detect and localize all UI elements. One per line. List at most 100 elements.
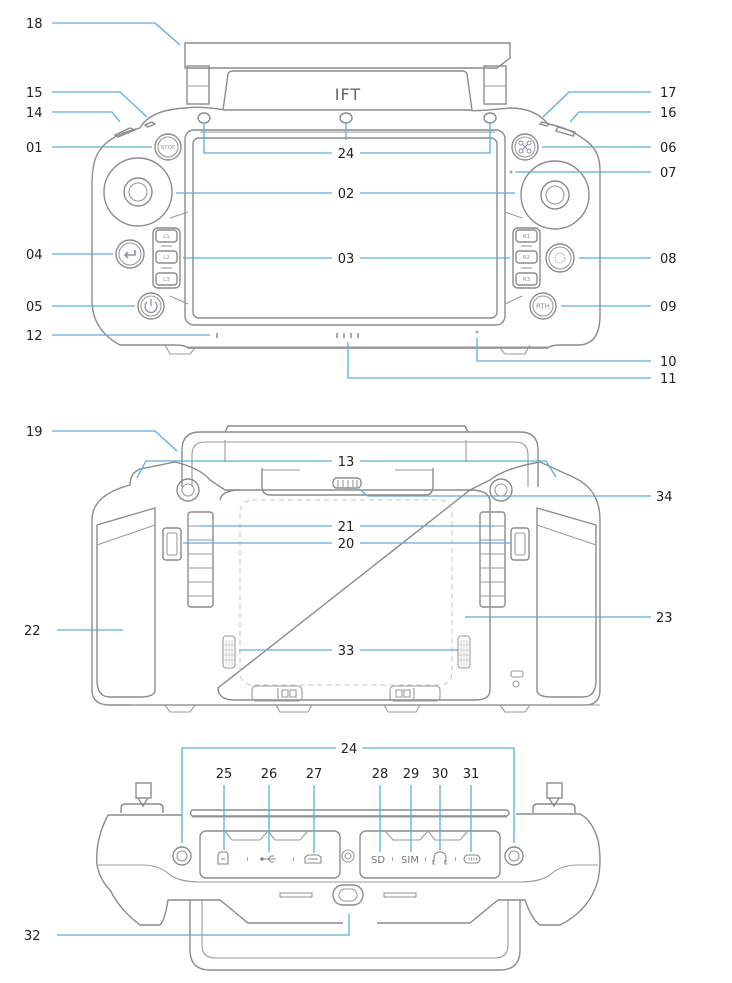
- callout-03: 03: [338, 252, 355, 267]
- antenna-hinge-left: [186, 65, 210, 105]
- bottom-button-left[interactable]: [172, 846, 192, 866]
- callout-34: 34: [656, 490, 673, 505]
- power-icon: [144, 299, 158, 314]
- right-control-stick[interactable]: [520, 160, 590, 230]
- antenna-hinge-right: [483, 65, 507, 105]
- l1-button[interactable]: L1: [155, 229, 178, 243]
- front-leaders: [52, 22, 651, 379]
- stop-button[interactable]: STOP: [154, 133, 182, 161]
- callout-30: 30: [432, 767, 449, 782]
- sim-slot-label: SIM: [401, 855, 419, 866]
- bottom-body-outline: [96, 813, 601, 926]
- brand-logo: IFT: [335, 85, 361, 104]
- fan-wheel[interactable]: [332, 477, 362, 489]
- r3-button[interactable]: R3: [515, 272, 538, 286]
- bottom-button-right[interactable]: [504, 846, 524, 866]
- callout-26: 26: [261, 767, 278, 782]
- microphone-hole: [475, 330, 479, 334]
- bottom-leaders: [57, 747, 515, 936]
- reset-slot: [510, 670, 524, 678]
- l3-button[interactable]: L3: [155, 272, 178, 286]
- right-port-panel: [359, 830, 501, 879]
- light-sensor-left: [197, 112, 211, 124]
- callout-labels: 18 15 14 01 04 05 12 24 02 03 17 16 06 0…: [24, 17, 677, 944]
- drone-button[interactable]: [511, 133, 539, 161]
- left-vent: [222, 635, 236, 669]
- callout-16: 16: [660, 106, 677, 121]
- right-latch[interactable]: [389, 685, 441, 702]
- bottom-stand: [189, 900, 521, 971]
- right-stick-top: [532, 782, 576, 813]
- right-shoulder-button-17[interactable]: [538, 121, 551, 127]
- callout-27: 27: [306, 767, 323, 782]
- usb-b-port-icon: [217, 851, 229, 865]
- left-control-stick[interactable]: [103, 157, 173, 227]
- left-shoulder-button-14[interactable]: [113, 127, 137, 138]
- back-view: [91, 425, 601, 713]
- r1-button[interactable]: R1: [515, 229, 538, 243]
- lanyard-hole: [332, 884, 364, 906]
- svg-text:R1: R1: [523, 234, 530, 240]
- callout-13: 13: [338, 455, 355, 470]
- back-button-left[interactable]: [176, 478, 200, 502]
- callout-21: 21: [338, 520, 355, 535]
- left-latch[interactable]: [251, 685, 303, 702]
- left-stick-top: [120, 782, 164, 813]
- antenna: [184, 42, 511, 69]
- callout-04: 04: [26, 248, 43, 263]
- left-shoulder-button-15[interactable]: [143, 121, 157, 128]
- right-shoulder-button-16[interactable]: [554, 126, 577, 137]
- callout-18: 18: [26, 17, 43, 32]
- light-sensor-right: [483, 112, 497, 124]
- callout-23: 23: [656, 611, 673, 626]
- callout-06: 06: [660, 141, 677, 156]
- r2-button[interactable]: R2: [515, 250, 538, 264]
- battery-icon: [463, 854, 481, 864]
- svg-text:R3: R3: [523, 277, 531, 283]
- callout-15: 15: [26, 86, 43, 101]
- right-slot: [383, 892, 417, 898]
- power-button[interactable]: [137, 292, 165, 320]
- back-arrow-icon: [123, 250, 136, 259]
- callout-12: 12: [26, 329, 43, 344]
- back-leaders: [52, 430, 651, 651]
- hdmi-port-icon: [304, 854, 322, 864]
- svg-text:L1: L1: [163, 234, 170, 240]
- callout-08: 08: [660, 252, 677, 267]
- rth-button[interactable]: RTH: [529, 292, 557, 320]
- callout-25: 25: [216, 767, 233, 782]
- front-view: IFT STOP: [91, 42, 601, 355]
- back-panel-dashed: [239, 499, 453, 686]
- svg-text:L2: L2: [163, 255, 170, 261]
- left-switch[interactable]: [162, 527, 182, 561]
- drone-icon: [518, 140, 532, 154]
- left-grip: [96, 507, 156, 698]
- camera-dial[interactable]: [545, 243, 575, 273]
- back-button-right[interactable]: [489, 478, 513, 502]
- callout-24-bottom: 24: [341, 742, 358, 757]
- svg-text:RTH: RTH: [536, 303, 550, 311]
- right-switch[interactable]: [510, 527, 530, 561]
- callout-33: 33: [338, 644, 355, 659]
- custom-buttons-right: R1 R2 R3: [512, 227, 541, 289]
- callout-28: 28: [372, 767, 389, 782]
- l2-button[interactable]: L2: [155, 250, 178, 264]
- headphone-icon: [432, 851, 447, 865]
- screen-frame: [184, 129, 506, 326]
- reset-hole[interactable]: [512, 680, 520, 688]
- callout-05: 05: [26, 300, 43, 315]
- logo-panel: [222, 70, 473, 111]
- right-grip: [536, 507, 597, 698]
- callout-32: 32: [24, 929, 41, 944]
- callout-07: 07: [660, 166, 677, 181]
- callout-22: 22: [24, 624, 41, 639]
- camera-dial-icon: [554, 252, 566, 264]
- back-button[interactable]: [115, 239, 145, 269]
- callout-01: 01: [26, 141, 43, 156]
- callout-10: 10: [660, 355, 677, 370]
- svg-text:STOP: STOP: [161, 145, 176, 151]
- custom-buttons-left: L1 L2 L3: [152, 227, 181, 289]
- back-body-outline: [91, 461, 601, 706]
- carry-handle: [181, 431, 539, 487]
